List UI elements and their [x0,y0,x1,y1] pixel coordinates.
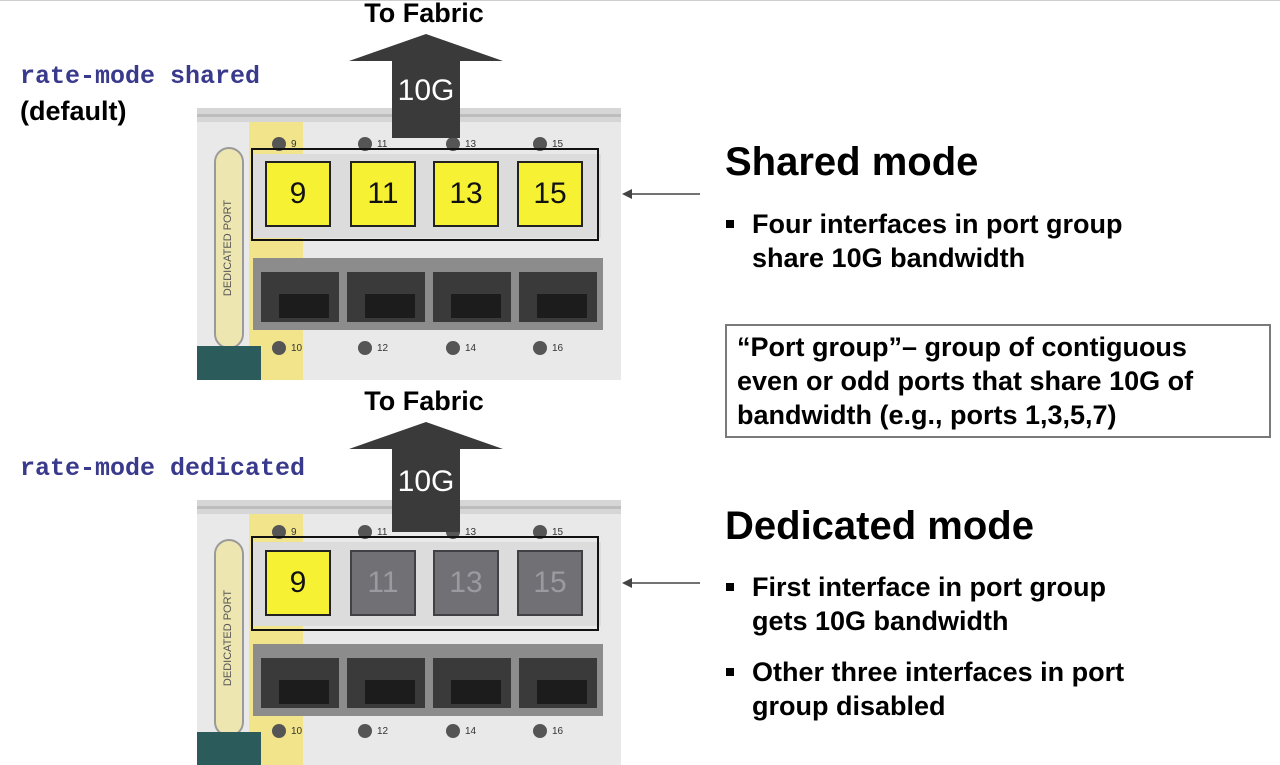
svg-text:11: 11 [377,527,388,538]
port-15-bottom: 15 [517,550,583,616]
svg-text:16: 16 [552,726,564,737]
svg-text:14: 14 [465,726,477,737]
note-line-3: bandwidth (e.g., ports 1,3,5,7) [737,400,1117,430]
port-11-top: 11 [350,161,416,227]
svg-text:10: 10 [291,726,303,737]
svg-text:9: 9 [291,527,297,538]
pointer-arrow-bottom [622,578,700,588]
port-group-frame-bottom [251,536,599,631]
port-13-bottom: 13 [433,550,499,616]
port-11-bottom: 11 [350,550,416,616]
fabric-up-arrow-top [349,34,503,138]
shared-mode-heading: Shared mode [725,140,979,184]
note-line-2: even or odd ports that share 10G of [737,366,1194,396]
port-13-top: 13 [433,161,499,227]
note-line-1: “Port group”– group of contiguous [737,332,1187,362]
dedicated-bullet-2: Other three interfaces in port group dis… [726,655,1226,725]
bullet-square-icon [726,583,734,591]
shared-command: rate-mode shared [20,62,261,91]
port-15-top: 15 [517,161,583,227]
svg-text:12: 12 [377,343,389,354]
port-group-note: “Port group”– group of contiguous even o… [725,324,1271,438]
svg-text:12: 12 [377,726,389,737]
svg-text:9: 9 [291,139,297,150]
port-9-top: 9 [265,161,331,227]
svg-text:14: 14 [465,343,477,354]
port-9-bottom: 9 [265,550,331,616]
svg-text:13: 13 [465,527,477,538]
svg-text:16: 16 [552,343,564,354]
bullet-square-icon [726,220,734,228]
switch-photo-bottom: DEDICATED PORT 9 11 13 15 10 12 14 16 [197,500,621,765]
port-group-frame-top [251,148,599,241]
side-label-bottom: DEDICATED PORT [222,590,234,686]
svg-text:11: 11 [377,139,388,150]
dedicated-mode-heading: Dedicated mode [725,504,1034,548]
svg-text:13: 13 [465,139,477,150]
svg-text:10: 10 [291,343,303,354]
svg-text:15: 15 [552,527,564,538]
bullet-square-icon [726,668,734,676]
pointer-arrow-top [622,189,700,199]
dedicated-command: rate-mode dedicated [20,454,306,483]
shared-default-label: (default) [20,96,127,126]
svg-text:15: 15 [552,139,564,150]
bandwidth-label-top: 10G [397,74,455,107]
dedicated-bullet-1: First interface in port group gets 10G b… [726,570,1226,640]
top-rule [0,0,1280,1]
bandwidth-label-bottom: 10G [397,465,455,498]
side-label-top: DEDICATED PORT [222,200,234,296]
to-fabric-label-bottom: To Fabric [364,386,484,416]
to-fabric-label-top: To Fabric [364,0,484,28]
shared-bullet-1: Four interfaces in port group share 10G … [726,207,1226,277]
fabric-up-arrow-bottom [349,422,503,532]
